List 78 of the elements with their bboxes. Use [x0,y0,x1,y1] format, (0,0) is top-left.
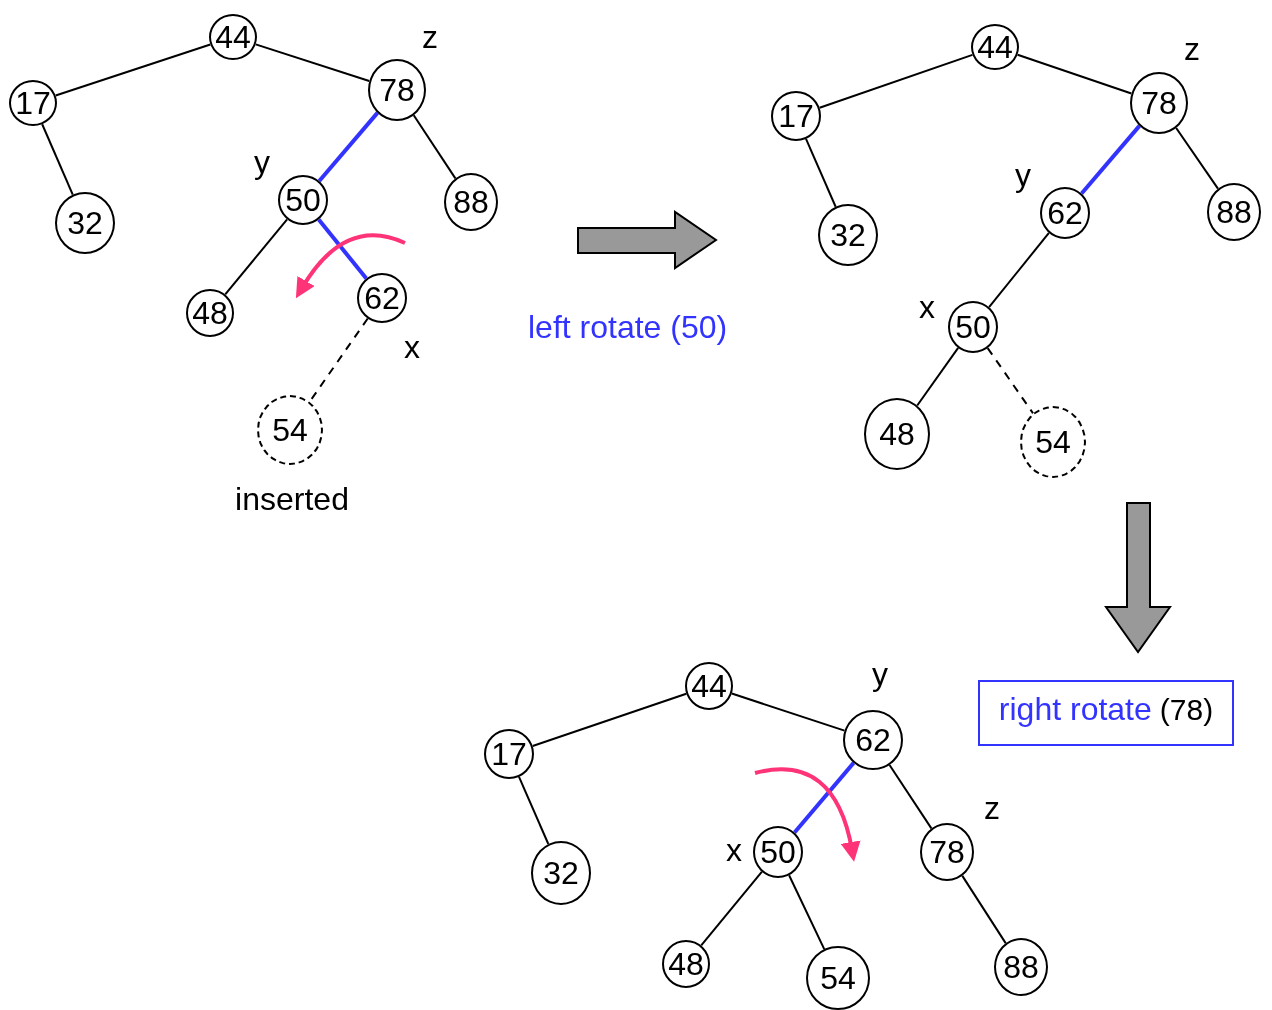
node-key: 62 [364,281,400,315]
node-label: x [726,833,742,867]
node-label: x [919,290,935,324]
node-key: 48 [879,417,915,451]
node-key: 62 [1047,196,1083,230]
tree-edge [730,692,846,732]
tree-edge [700,870,763,947]
node-key: 78 [1141,86,1177,120]
tree-edge [805,137,837,208]
operation-text: (78) [1159,692,1214,728]
tree-edge [1175,126,1219,190]
tree-edge [818,53,974,109]
node-key: 88 [1216,195,1252,229]
node-key: 48 [668,947,704,981]
operation-text: right rotate [998,690,1152,728]
node-key: 78 [929,835,965,869]
tree-edge [1016,53,1133,95]
node-key: 44 [691,669,727,703]
node-label: z [984,791,1000,825]
tree-edge [518,775,550,845]
node-key: 32 [543,856,579,890]
tree-node [444,173,498,231]
node-key: 17 [15,86,51,120]
node-key: 62 [855,723,891,757]
operation-label: left rotate (50) [528,308,728,347]
tree-node [994,938,1048,996]
tree-edge [531,692,688,747]
tree-edge [986,347,1035,415]
tree-node [818,204,878,266]
tree-node [55,192,115,254]
tree-edge [54,43,212,97]
node-label: y [1015,158,1031,192]
node-label: z [1184,32,1200,66]
tree-node [186,289,234,337]
tree-node [9,80,57,126]
node-key: 54 [272,413,308,447]
node-label: y [872,657,888,691]
node-key: 88 [453,185,489,219]
node-key: 17 [778,99,814,133]
node-label: z [422,20,438,54]
operation-box [978,680,1234,746]
tree-node [771,91,821,141]
node-key: 50 [955,310,991,344]
tree-node [1207,183,1261,241]
tree-edge [788,874,826,951]
tree-edge [916,346,960,407]
tree-edge [961,874,1007,945]
node-key: 48 [192,296,228,330]
tree-edge [254,43,371,83]
node-key: 54 [820,961,856,995]
tree-node [971,24,1019,70]
tree-edge [412,114,457,180]
node-label: x [404,330,420,364]
tree-edge [41,123,74,196]
tree-node [209,14,257,60]
tree-edge [1080,124,1141,195]
node-label: y [254,145,270,179]
node-key: 50 [760,835,796,869]
tree-node [806,946,870,1010]
tree-edge [888,764,933,830]
node-key: 54 [1035,425,1071,459]
node-label: inserted [235,482,349,516]
tree-node [531,841,591,905]
tree-edge [317,111,379,183]
node-key: 50 [285,183,321,217]
node-key: 78 [379,73,415,107]
tree-node [662,940,710,988]
tree-edge [988,231,1050,309]
node-key: 32 [67,206,103,240]
tree-node [484,729,534,779]
node-key: 32 [830,218,866,252]
node-key: 44 [977,30,1013,64]
tree-edge [793,761,856,834]
node-key: 44 [215,20,251,54]
tree-node [685,662,733,710]
node-key: 88 [1003,950,1039,984]
node-key: 17 [491,737,527,771]
tree-edge [224,218,289,296]
